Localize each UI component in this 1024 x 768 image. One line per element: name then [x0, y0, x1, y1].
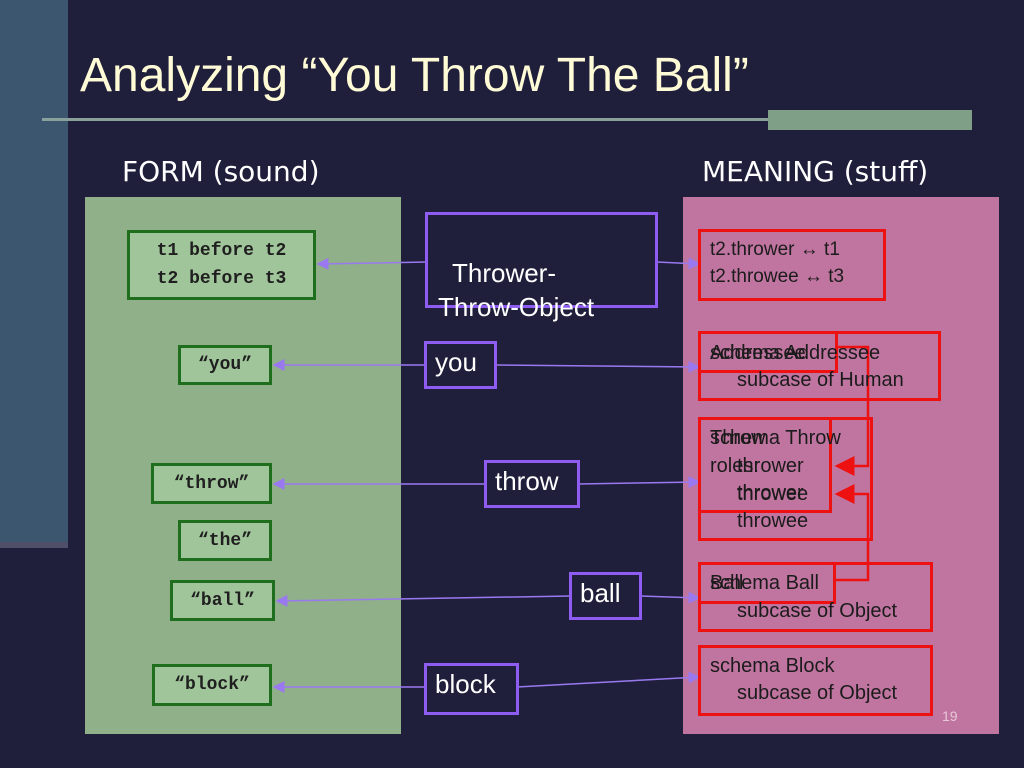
link-throw-text: throw [495, 466, 559, 496]
meaning-throw-throwee-text: throwee [737, 510, 809, 532]
title-rule [42, 118, 972, 121]
meaning-throw-throwee-role-text: throwee [737, 483, 809, 505]
slide-title: Analyzing “You Throw The Ball” [80, 49, 749, 102]
meaning-ball-subcase-text: subcase of Object [737, 600, 898, 622]
meaning-addressee-schema-text: schema Addressee [710, 342, 881, 364]
meaning-throw-thrower-text: thrower [737, 482, 804, 504]
form-you-text: “you” [197, 355, 252, 375]
meaning-box-throw-label [698, 417, 832, 513]
link-tto-text: Thrower- Throw-Object [438, 257, 595, 322]
meaning-addressee-label-text: Addressee [710, 342, 806, 364]
form-heading: FORM (sound) [122, 155, 320, 188]
form-box-you: “you” [178, 345, 272, 385]
meaning-box-block-schema [698, 645, 933, 716]
meaning-throw-label-text: Throw [710, 427, 766, 449]
meaning-ball-schema-text: schema Ball [710, 572, 819, 594]
link-box-ball: ball [569, 572, 642, 620]
binding-ball-to-throwee [834, 484, 870, 582]
link-box-throw: throw [484, 460, 580, 508]
meaning-throw-thrower-role-text: thrower [737, 455, 804, 477]
meaning-throw-schema-text: schema Throw [710, 427, 841, 449]
form-ordering-text: t1 before t2 t2 before t3 [156, 241, 287, 289]
connector-tto-meaning [656, 257, 701, 270]
form-throw-text: “throw” [173, 473, 250, 494]
title-accent-bar [768, 110, 972, 130]
meaning-box-addressee-label [698, 331, 838, 373]
meaning-block-subcase-text: subcase of Object [737, 682, 898, 704]
connector-ball-meaning [639, 591, 701, 604]
meaning-tto-line2: t2.throwee ↔ t3 [710, 266, 845, 287]
link-ball-text: ball [580, 578, 621, 608]
link-block-text: block [435, 669, 496, 699]
connector-block-meaning [516, 671, 701, 688]
form-block-text: “block” [174, 675, 250, 695]
slide-number: 19 [942, 708, 958, 724]
form-ball-text: “ball” [190, 590, 255, 611]
meaning-tto-line1: t2.thrower ↔ t1 [710, 239, 840, 260]
link-box-you: you [424, 341, 497, 389]
meaning-heading: MEANING (stuff) [702, 155, 929, 188]
form-box-throw: “throw” [151, 463, 272, 504]
connector-tto-form [316, 257, 428, 270]
connector-you-meaning [494, 360, 701, 373]
connector-throw-meaning [577, 476, 701, 489]
link-you-text: you [435, 347, 477, 377]
meaning-throw-roles-text: roles: [710, 455, 759, 477]
left-accent-strip [0, 0, 68, 548]
form-box-ball: “ball” [170, 580, 275, 621]
connector-ball-form [275, 594, 572, 607]
left-accent-strip-shadow [0, 542, 68, 548]
meaning-box-tto-bindings [698, 229, 886, 301]
form-the-text: “the” [197, 530, 252, 551]
link-box-thrower-throw-object: Thrower- Throw-Object [425, 212, 658, 322]
link-box-block: block [424, 663, 519, 715]
binding-addressee-to-thrower [834, 345, 870, 476]
meaning-block-schema-text: schema Block [710, 655, 835, 677]
meaning-addressee-subcase-text: subcase of Human [737, 369, 904, 391]
form-box-ordering: t1 before t2 t2 before t3 [127, 230, 316, 300]
form-box-block: “block” [152, 664, 272, 706]
meaning-ball-label-text: Ball [710, 572, 744, 594]
form-box-the: “the” [178, 520, 272, 561]
meaning-box-ball-label [698, 562, 836, 604]
